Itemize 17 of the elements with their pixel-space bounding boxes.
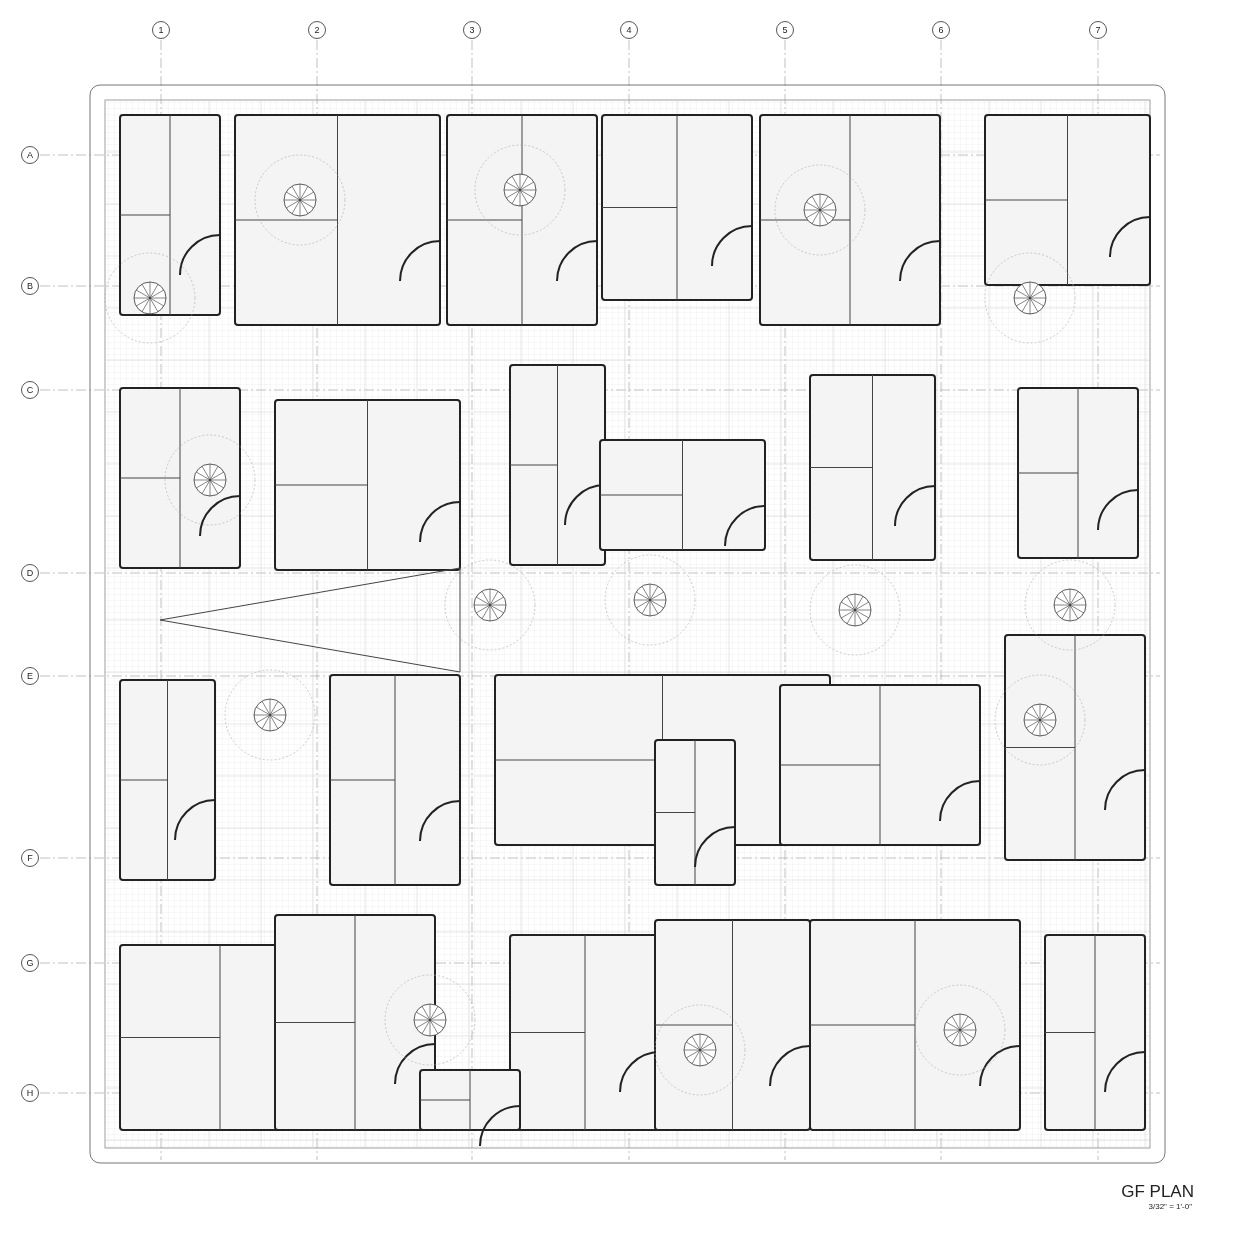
plan-title: GF PLAN xyxy=(1121,1182,1194,1202)
grid-bubble: 5 xyxy=(776,21,794,39)
grid-bubble: 7 xyxy=(1089,21,1107,39)
grid-bubble: F xyxy=(21,849,39,867)
grid-bubble: E xyxy=(21,667,39,685)
scale-note: 3/32" = 1'-0" xyxy=(1148,1202,1192,1211)
grid-bubble: 1 xyxy=(152,21,170,39)
grid-bubble: 4 xyxy=(620,21,638,39)
grid-bubble: H xyxy=(21,1084,39,1102)
grid-bubble: B xyxy=(21,277,39,295)
grid-bubble: D xyxy=(21,564,39,582)
grid-bubble: A xyxy=(21,146,39,164)
grid-bubble: C xyxy=(21,381,39,399)
grid-bubble: 6 xyxy=(932,21,950,39)
grid-bubble: G xyxy=(21,954,39,972)
grid-bubble: 3 xyxy=(463,21,481,39)
grid-bubble: 2 xyxy=(308,21,326,39)
